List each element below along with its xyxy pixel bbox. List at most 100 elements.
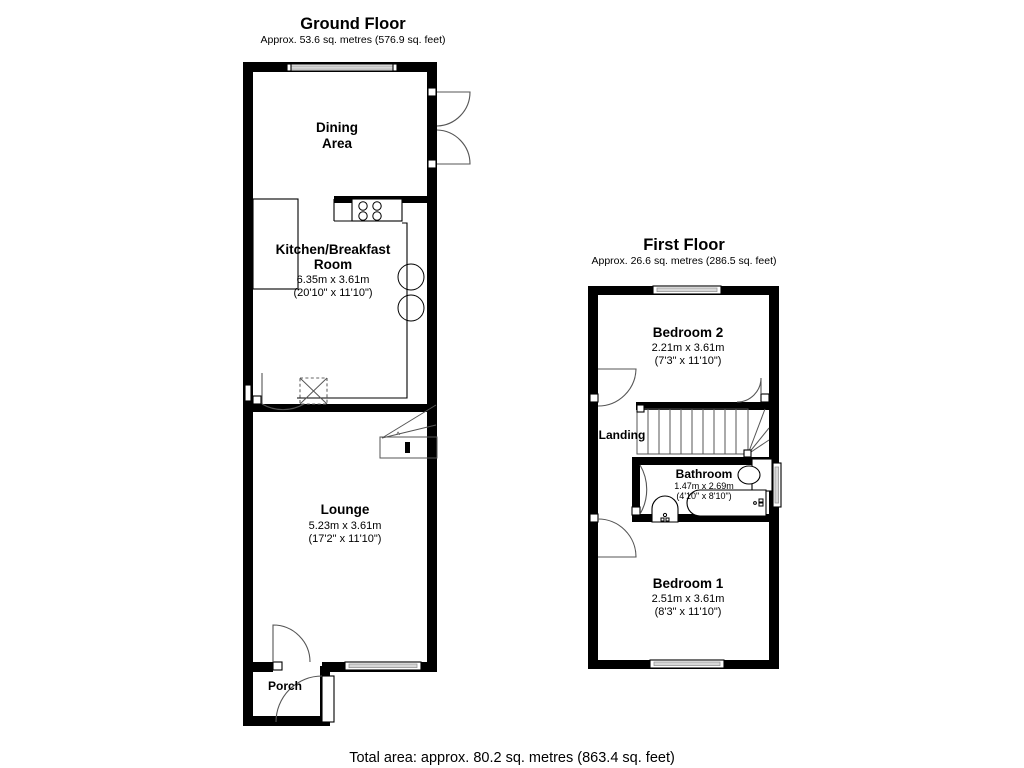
ground-wall-right-lower <box>427 177 437 672</box>
left-wall-opening <box>244 384 252 402</box>
french-doors-dining[interactable] <box>427 87 471 169</box>
room-label-bedroom2: Bedroom 2 2.21m x 3.61m (7'3" x 11'10") <box>652 325 725 367</box>
bathroom-dim-metric: 1.47m x 2.69m <box>674 481 734 491</box>
total-area-footer: Total area: approx. 80.2 sq. metres (863… <box>349 750 675 766</box>
lounge-dim-metric: 5.23m x 3.61m <box>309 520 382 532</box>
basin-tap-2 <box>665 517 670 522</box>
stair-newel-post-2 <box>636 404 645 413</box>
ground-wall-left <box>243 62 253 672</box>
bedroom1-dim-imperial: (8'3" x 11'10") <box>655 606 722 618</box>
french-door-jamb-bottom <box>427 159 437 169</box>
french-door-jamb-top <box>427 87 437 97</box>
ground-floor-title: Ground Floor <box>300 15 406 33</box>
hob-ring-4 <box>372 211 382 221</box>
bedroom1-name: Bedroom 1 <box>653 576 724 591</box>
first-floor-staircase <box>636 404 770 458</box>
basin-tap-1 <box>660 517 665 522</box>
hatch-box <box>299 377 328 405</box>
kitchen-tall-unit <box>252 198 299 290</box>
landing-name: Landing <box>599 428 646 442</box>
first-wall-bathroom-left <box>632 457 640 522</box>
door-swing-bedroom1 <box>597 518 637 558</box>
dining-area-name-2: Area <box>322 136 353 151</box>
stair-newel <box>405 442 410 453</box>
basin-plug <box>662 512 668 518</box>
wash-basin <box>651 495 679 523</box>
door-jamb-porch-inner <box>272 661 283 671</box>
door-swing-porch-front <box>275 675 323 723</box>
porch-interior <box>248 672 324 721</box>
bath-plug <box>753 501 757 505</box>
toilet-pan <box>737 465 761 485</box>
window-bedroom1 <box>649 659 725 669</box>
first-floor-group: First Floor Approx. 26.6 sq. metres (286… <box>588 236 782 669</box>
kitchen-fixtures <box>252 198 425 411</box>
door-bedroom2[interactable] <box>589 368 637 407</box>
door-swing-kitchen <box>261 403 305 411</box>
dining-area-name-1: Dining <box>316 120 358 135</box>
room-label-dining-area: Dining Area <box>316 120 358 151</box>
porch-wall-bottom <box>243 716 330 726</box>
hob-ring-1 <box>358 201 368 211</box>
french-door-swing-bottom <box>436 129 471 165</box>
room-label-kitchen: Kitchen/Breakfast Room 6.35m x 3.61m (20… <box>276 242 391 299</box>
bedroom1-dim-metric: 2.51m x 3.61m <box>652 593 725 605</box>
door-lounge-porch[interactable] <box>272 624 311 671</box>
ground-floor-shell <box>243 62 437 726</box>
sink-bowl-1 <box>397 263 425 291</box>
stair-diag-1 <box>381 404 437 439</box>
ground-wall-right-upper <box>427 62 437 177</box>
door-swing-bedroom2 <box>597 368 637 407</box>
first-wall-left <box>588 286 598 669</box>
ground-floor-group: Ground Floor Approx. 53.6 sq. metres (57… <box>243 15 471 726</box>
door-jamb-bedroom2 <box>589 393 599 403</box>
door-airing-cupboard[interactable] <box>736 377 770 403</box>
bedroom2-name: Bedroom 2 <box>653 325 724 340</box>
hob-ring-2 <box>372 201 382 211</box>
bathtub <box>686 489 767 517</box>
door-swing-bathroom <box>639 464 648 515</box>
bedroom2-dim-metric: 2.21m x 3.61m <box>652 342 725 354</box>
kitchen-worktop-run <box>297 222 408 399</box>
stair-newel-post <box>743 449 752 458</box>
door-porch-front[interactable] <box>275 675 335 723</box>
kitchen-dim-metric: 6.35m x 3.61m <box>297 274 370 286</box>
kitchen-name-1: Kitchen/Breakfast <box>276 242 391 257</box>
door-kitchen-lounge[interactable] <box>252 373 305 411</box>
first-wall-bed2-landing <box>636 402 769 410</box>
bathroom-dim-imperial: (4'10" x 8'10") <box>676 491 731 501</box>
sink-bowl-2 <box>397 294 425 322</box>
window-bathroom <box>772 462 782 508</box>
bath-tap-2 <box>758 502 764 507</box>
first-floor-subtitle: Approx. 26.6 sq. metres (286.5 sq. feet) <box>591 255 776 267</box>
window-dining-rear <box>286 63 398 72</box>
first-floor-title: First Floor <box>643 236 725 254</box>
kitchen-dim-imperial: (20'10" x 11'10") <box>293 287 372 299</box>
stair-diag-2 <box>381 424 437 439</box>
door-bathroom[interactable] <box>631 464 648 516</box>
ground-floor-subtitle: Approx. 53.6 sq. metres (576.9 sq. feet) <box>260 34 445 46</box>
ground-wall-kitchen-lounge <box>248 404 436 412</box>
door-jamb-kitchen <box>252 395 262 405</box>
bath-tap-1 <box>758 498 764 503</box>
stair-up-arrow: ^ <box>396 430 401 440</box>
window-bedroom2 <box>652 285 722 295</box>
bedroom2-dim-imperial: (7'3" x 11'10") <box>655 355 722 367</box>
window-lounge-front <box>344 661 422 671</box>
door-bedroom1[interactable] <box>589 513 637 558</box>
porch-wall-left <box>243 662 253 726</box>
bathroom-name: Bathroom <box>676 467 733 481</box>
french-door-swing-top <box>436 91 471 127</box>
room-label-lounge: Lounge 5.23m x 3.61m (17'2" x 11'10") <box>309 502 382 545</box>
ground-wall-lounge-bottom-left <box>243 662 273 672</box>
room-label-bedroom1: Bedroom 1 2.51m x 3.61m (8'3" x 11'10") <box>652 576 725 618</box>
lounge-dim-imperial: (17'2" x 11'10") <box>309 533 382 545</box>
front-door-leaf <box>321 675 335 723</box>
bathroom-fixtures <box>651 458 782 523</box>
hob-ring-3 <box>358 211 368 221</box>
first-wall-bathroom-bottom <box>632 514 769 522</box>
door-swing-cupboard <box>736 377 762 403</box>
porch-name: Porch <box>268 679 302 693</box>
